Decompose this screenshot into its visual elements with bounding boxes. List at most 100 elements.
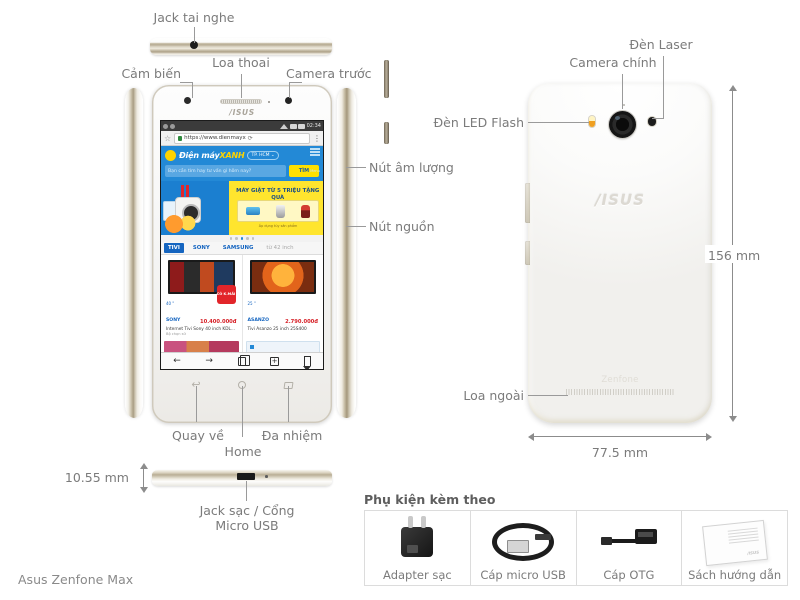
url-input[interactable]: https://www.dienmayx ⟳	[174, 132, 310, 144]
banner-headline: MÁY GIẶT TỪ 5 TRIỆU TẶNG QUÀ	[236, 188, 320, 201]
browser-url-bar[interactable]: ☆ https://www.dienmayx ⟳ ⋮	[161, 131, 323, 146]
leader-sensor	[192, 82, 193, 98]
accessory-label: Cáp micro USB	[480, 568, 566, 582]
leader-recents-key	[288, 386, 289, 422]
product-card[interactable]: 25 " ASANZO 2.790.000đ Tivi Asanzo 25 in…	[243, 255, 324, 339]
loudspeaker-grille	[566, 389, 674, 395]
banner-decor-art	[162, 215, 202, 233]
micro-usb-port	[237, 473, 255, 480]
product-brand: SONY	[166, 318, 181, 323]
tabs-note: từ 42 inch	[266, 245, 294, 251]
volume-button-back[interactable]	[525, 183, 530, 223]
led-flash	[589, 116, 595, 127]
product-grid: CÓ K.MÃI 40 " SONY 10.400.000đ Internet …	[161, 255, 323, 339]
site-search-button[interactable]: TÌM	[289, 165, 319, 177]
carousel-dots[interactable]	[161, 235, 323, 242]
site-brand: Điện máyXANH	[179, 150, 245, 160]
promo-banner[interactable]: MÁY GIẶT TỪ 5 TRIỆU TẶNG QUÀ Áp dụng tùy…	[161, 181, 323, 235]
accessory-label: Adapter sạc	[383, 568, 452, 582]
gift-item-1	[246, 207, 261, 215]
leader-led-flash	[528, 122, 589, 123]
product-size: 25 "	[247, 301, 256, 306]
phone-screen[interactable]: 02:34 ☆ https://www.dienmayx ⟳ ⋮ Điện má…	[160, 120, 324, 370]
leader-loudspeaker	[528, 395, 568, 396]
carousel-dot[interactable]	[229, 237, 233, 240]
bookmark-star-icon[interactable]: ☆	[164, 133, 172, 143]
brand-suffix: XANH	[219, 150, 245, 160]
label-main-camera: Camera chính	[569, 55, 657, 70]
banner-gift-items	[237, 200, 319, 222]
label-height: 156 mm	[708, 248, 761, 263]
power-button-back[interactable]	[525, 241, 530, 265]
product-size: 40 "	[166, 301, 175, 306]
front-camera-lens	[285, 97, 292, 104]
gift-item-2	[276, 204, 286, 218]
browser-forward-icon[interactable]: →	[205, 356, 213, 366]
site-menu-button[interactable]: Menu	[310, 148, 320, 176]
menu-label: Menu	[310, 169, 320, 173]
status-right-icons: 02:34	[280, 123, 321, 129]
browser-back-icon[interactable]: ←	[173, 356, 181, 366]
power-button-side[interactable]	[384, 122, 389, 144]
url-text: https://www.dienmayx	[184, 135, 246, 141]
phone-right-side-view	[337, 88, 356, 418]
label-power-button: Nút nguồn	[369, 219, 435, 234]
browser-menu-icon[interactable]: ⋮	[313, 133, 321, 143]
back-key-icon[interactable]: ↩	[191, 378, 201, 391]
accessories-title: Phụ kiện kèm theo	[364, 492, 496, 507]
carousel-dot[interactable]	[235, 237, 238, 240]
status-left-icons	[163, 123, 175, 129]
product-price: 2.790.000đ	[285, 319, 318, 325]
hamburger-icon	[310, 148, 320, 156]
brand-prefix: Điện máy	[179, 150, 220, 160]
reload-icon[interactable]: ⟳	[247, 134, 253, 142]
tab-samsung[interactable]: SAMSUNG	[222, 245, 254, 251]
carousel-dot[interactable]	[246, 237, 249, 240]
laser-autofocus	[648, 117, 656, 126]
product-price-row: 25 " ASANZO 2.790.000đ	[246, 301, 321, 325]
product-brand-block: 25 " ASANZO	[248, 301, 270, 325]
leader-volume-button	[346, 167, 366, 168]
carousel-dot[interactable]	[251, 237, 255, 240]
settings-status-icon	[163, 123, 168, 129]
thickness-arrow-up	[139, 463, 148, 469]
label-earpiece: Loa thoai	[212, 55, 270, 70]
phone-top-edge-view	[150, 38, 332, 55]
leader-power-button	[346, 226, 366, 227]
leader-laser-h	[652, 118, 664, 119]
category-tabs[interactable]: TIVI SONY SAMSUNG từ 42 inch	[161, 242, 323, 255]
site-logo-icon	[165, 149, 176, 161]
city-selector[interactable]: TP. HCM ⌄	[247, 150, 279, 160]
leader-front-camera	[289, 82, 290, 98]
width-dim-line	[534, 436, 706, 437]
product-brand-block: 40 " SONY	[166, 301, 180, 325]
bottom-mic-hole	[265, 475, 268, 478]
noise-mic	[623, 104, 625, 106]
browser-tabs-icon[interactable]	[237, 354, 251, 366]
thickness-arrow-down	[139, 487, 148, 493]
volume-button-side[interactable]	[384, 60, 389, 98]
site-search-row: Bạn cần tìm hay tư vấn gì hôm nay? TÌM	[161, 164, 323, 181]
product-card[interactable]: CÓ K.MÃI 40 " SONY 10.400.000đ Internet …	[161, 255, 243, 339]
banner-stripe-1	[181, 185, 184, 199]
leader-home-key	[242, 386, 243, 437]
browser-bookmark-icon[interactable]	[303, 356, 312, 369]
asus-logo-back: /ISUS	[595, 191, 645, 209]
tab-tivi[interactable]: TIVI	[164, 243, 184, 253]
thickness-dim-line	[143, 468, 144, 488]
phone-back-view: /ISUS Zenfone	[525, 83, 712, 423]
carousel-dot-active[interactable]	[240, 237, 244, 240]
label-recents-key: Đa nhiệm	[261, 428, 323, 443]
label-sensor: Cảm biến	[121, 66, 181, 81]
signal-icon	[289, 123, 297, 129]
product-sub: Bộ chọn sử	[166, 332, 186, 336]
browser-bottom-nav[interactable]: ← → +	[161, 352, 323, 369]
site-search-input[interactable]: Bạn cần tìm hay tư vấn gì hôm nay?	[165, 165, 286, 177]
phone-left-side-view	[125, 88, 143, 418]
browser-add-icon[interactable]: +	[270, 356, 280, 366]
product-name: Tivi Asanzo 25 inch 25S400	[247, 327, 307, 332]
leader-sensor-h	[180, 82, 193, 83]
tab-sony[interactable]: SONY	[192, 245, 210, 251]
otg-cable-icon	[577, 511, 682, 568]
